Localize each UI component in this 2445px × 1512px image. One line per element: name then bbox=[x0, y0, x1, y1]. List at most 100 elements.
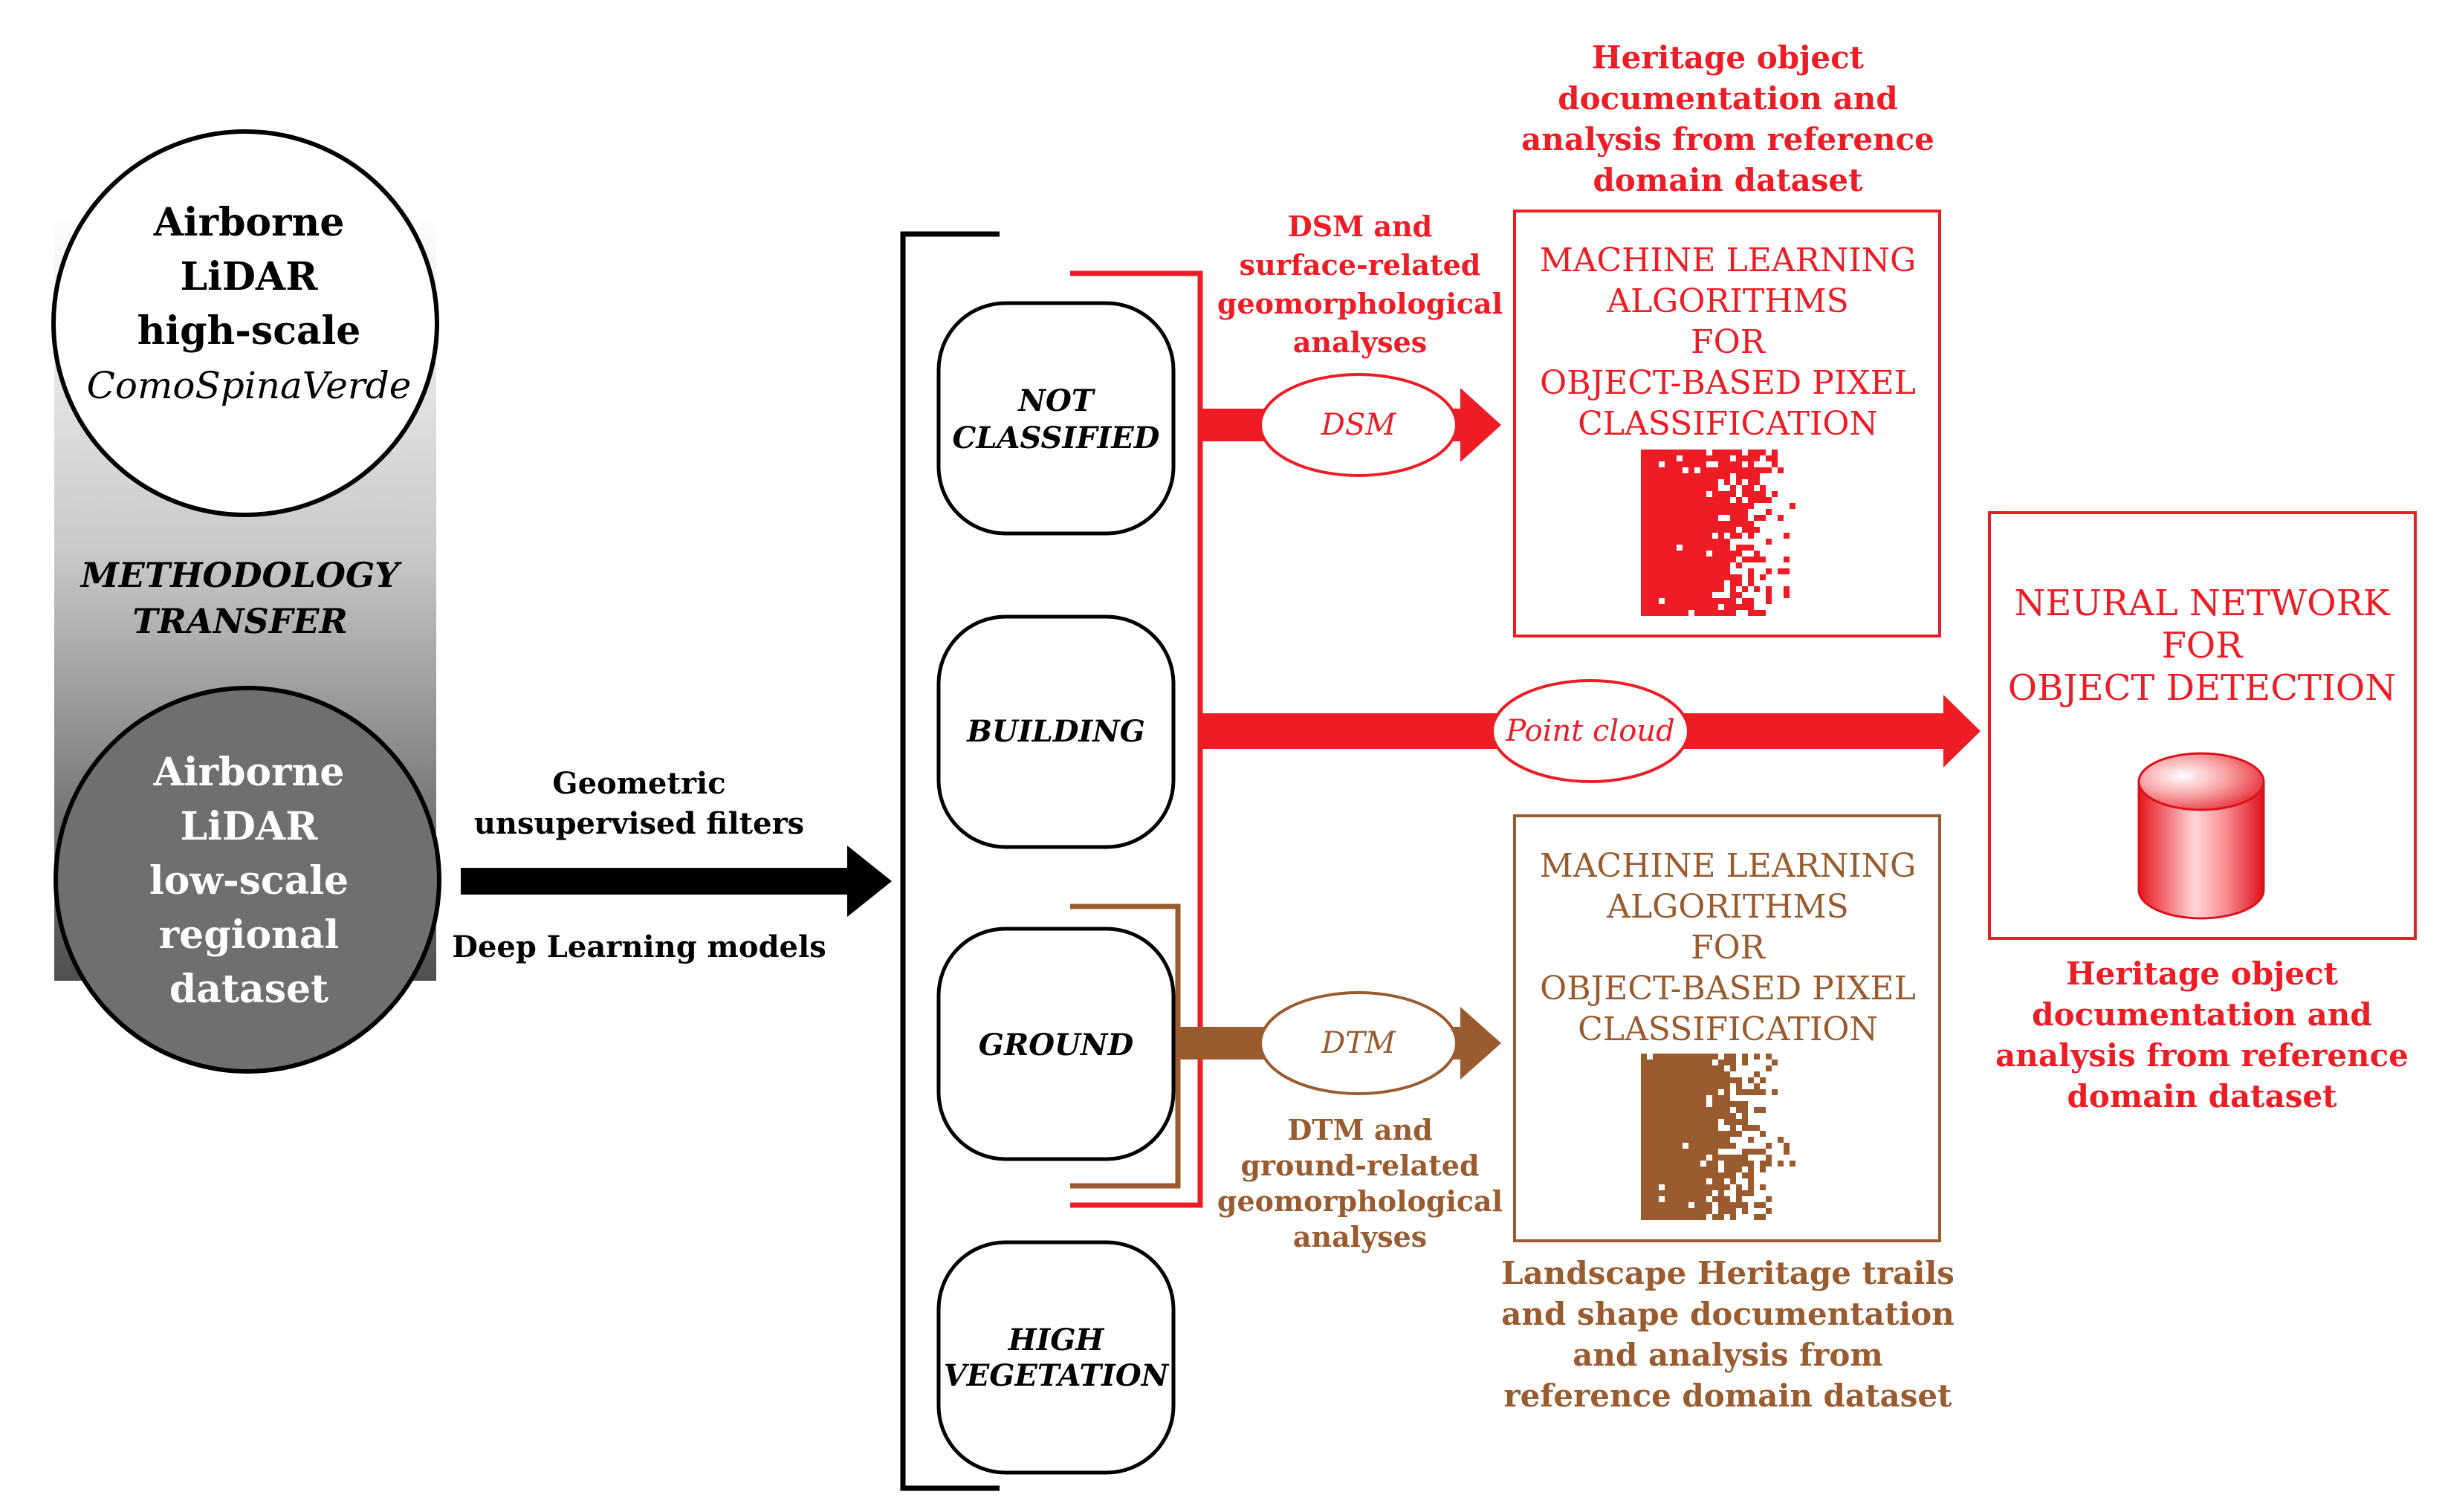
pixel-cell bbox=[1641, 568, 1647, 574]
pixel-cell bbox=[1700, 1113, 1706, 1119]
pixel-cell bbox=[1754, 1107, 1760, 1113]
pixel-cell bbox=[1730, 1202, 1736, 1208]
pixel-cell bbox=[1659, 450, 1665, 455]
pixel-cell bbox=[1754, 450, 1760, 455]
pixel-cell bbox=[1665, 1167, 1671, 1172]
pixel-cell bbox=[1688, 539, 1694, 545]
pixel-cell bbox=[1712, 1172, 1718, 1178]
pixel-cell bbox=[1683, 604, 1688, 610]
pixel-cell bbox=[1671, 1202, 1677, 1208]
pixel-cell bbox=[1712, 545, 1718, 551]
pixel-cell bbox=[1724, 1137, 1730, 1143]
pixel-cell bbox=[1671, 461, 1677, 467]
pixel-cell bbox=[1671, 598, 1677, 604]
ml-bottom-footer-line-4: reference domain dataset bbox=[1503, 1378, 1952, 1414]
pixel-cell bbox=[1736, 467, 1742, 473]
pixel-cell bbox=[1659, 533, 1665, 539]
pixel-cell bbox=[1700, 467, 1706, 473]
pixel-cell bbox=[1688, 568, 1694, 574]
pixel-cell bbox=[1772, 461, 1778, 467]
pixel-cell bbox=[1754, 527, 1760, 533]
pixel-cell bbox=[1718, 1071, 1724, 1077]
pixel-cell bbox=[1772, 1089, 1778, 1095]
methodology-transfer-line-2: TRANSFER bbox=[132, 601, 347, 641]
ml-bottom-title-line-1: MACHINE LEARNING bbox=[1540, 847, 1917, 885]
pixel-cell bbox=[1700, 598, 1706, 604]
pixel-cell bbox=[1683, 598, 1688, 604]
pixel-cell bbox=[1748, 574, 1754, 580]
pixel-cell bbox=[1688, 580, 1694, 586]
pixel-cell bbox=[1683, 1060, 1688, 1065]
pixel-cell bbox=[1700, 1149, 1706, 1155]
pixel-cell bbox=[1671, 479, 1677, 485]
pixel-cell bbox=[1665, 1101, 1671, 1107]
pixel-cell bbox=[1641, 1119, 1647, 1125]
pixel-cell bbox=[1730, 592, 1736, 598]
pixel-cell bbox=[1712, 1143, 1718, 1149]
pixel-cell bbox=[1700, 1125, 1706, 1131]
pixel-cell bbox=[1730, 1214, 1736, 1220]
pixel-cell bbox=[1665, 1095, 1671, 1101]
pixel-cell bbox=[1706, 557, 1712, 562]
pixel-cell bbox=[1641, 1214, 1647, 1220]
pixel-cell bbox=[1677, 574, 1683, 580]
pixel-cell bbox=[1688, 497, 1694, 503]
pixel-cell bbox=[1653, 1143, 1659, 1149]
pixel-cell bbox=[1641, 1155, 1647, 1161]
pixel-cell bbox=[1659, 610, 1665, 616]
pixel-cell bbox=[1694, 1143, 1700, 1149]
pixel-cell bbox=[1671, 533, 1677, 539]
pixel-cell bbox=[1688, 1131, 1694, 1137]
pixel-cell bbox=[1659, 1167, 1665, 1172]
pixel-cell bbox=[1688, 1161, 1694, 1167]
pixel-cell bbox=[1659, 1131, 1665, 1137]
pixel-cell bbox=[1694, 1178, 1700, 1184]
pixel-cell bbox=[1724, 610, 1730, 616]
pixel-cell bbox=[1665, 592, 1671, 598]
pixel-cell bbox=[1665, 1089, 1671, 1095]
pixel-cell bbox=[1736, 497, 1742, 503]
pixel-cell bbox=[1671, 521, 1677, 527]
pixel-cell bbox=[1730, 1172, 1736, 1178]
pixel-cell bbox=[1647, 455, 1653, 461]
pixel-cell bbox=[1665, 450, 1671, 455]
pixel-cell bbox=[1730, 598, 1736, 604]
pixel-cell bbox=[1647, 1125, 1653, 1131]
pixel-cell bbox=[1706, 1113, 1712, 1119]
pixel-cell bbox=[1647, 1196, 1653, 1202]
pixel-cell bbox=[1659, 1077, 1665, 1083]
pixel-cell bbox=[1730, 1167, 1736, 1172]
pixel-cell bbox=[1671, 1184, 1677, 1190]
pixel-cell bbox=[1700, 1167, 1706, 1172]
pixel-cell bbox=[1784, 586, 1790, 592]
cylinder-body bbox=[2137, 780, 2265, 920]
pixel-cell bbox=[1724, 1196, 1730, 1202]
pixel-cell bbox=[1641, 1101, 1647, 1107]
pixel-cell bbox=[1718, 557, 1724, 562]
pixel-cell bbox=[1700, 1065, 1706, 1071]
pixel-cell bbox=[1712, 450, 1718, 455]
pixel-cell bbox=[1647, 1178, 1653, 1184]
pixel-cell bbox=[1647, 1184, 1653, 1190]
pixel-cell bbox=[1706, 521, 1712, 527]
pixel-cell bbox=[1665, 598, 1671, 604]
pixel-cell bbox=[1641, 1077, 1647, 1083]
pixel-cell bbox=[1766, 1208, 1772, 1214]
pixel-cell bbox=[1754, 515, 1760, 521]
pixel-cell bbox=[1683, 1083, 1688, 1089]
pixel-cell bbox=[1677, 521, 1683, 527]
pixel-cell bbox=[1760, 1149, 1766, 1155]
pixel-cell bbox=[1641, 1172, 1647, 1178]
pixel-cell bbox=[1748, 1172, 1754, 1178]
pixel-cell bbox=[1647, 1167, 1653, 1172]
pixel-cell bbox=[1641, 551, 1647, 557]
pixel-cell bbox=[1718, 509, 1724, 515]
pixel-cell bbox=[1766, 1155, 1772, 1161]
pixel-cell bbox=[1665, 1119, 1671, 1125]
pixel-cell bbox=[1659, 545, 1665, 551]
pixel-cell bbox=[1706, 1202, 1712, 1208]
class-not-classified-line-1: NOT bbox=[1017, 383, 1095, 418]
ml-box-bottom: MACHINE LEARNING ALGORITHMS FOR OBJECT-B… bbox=[1501, 814, 1955, 1414]
pixel-cell bbox=[1683, 1137, 1688, 1143]
pixel-cell bbox=[1647, 1119, 1653, 1125]
